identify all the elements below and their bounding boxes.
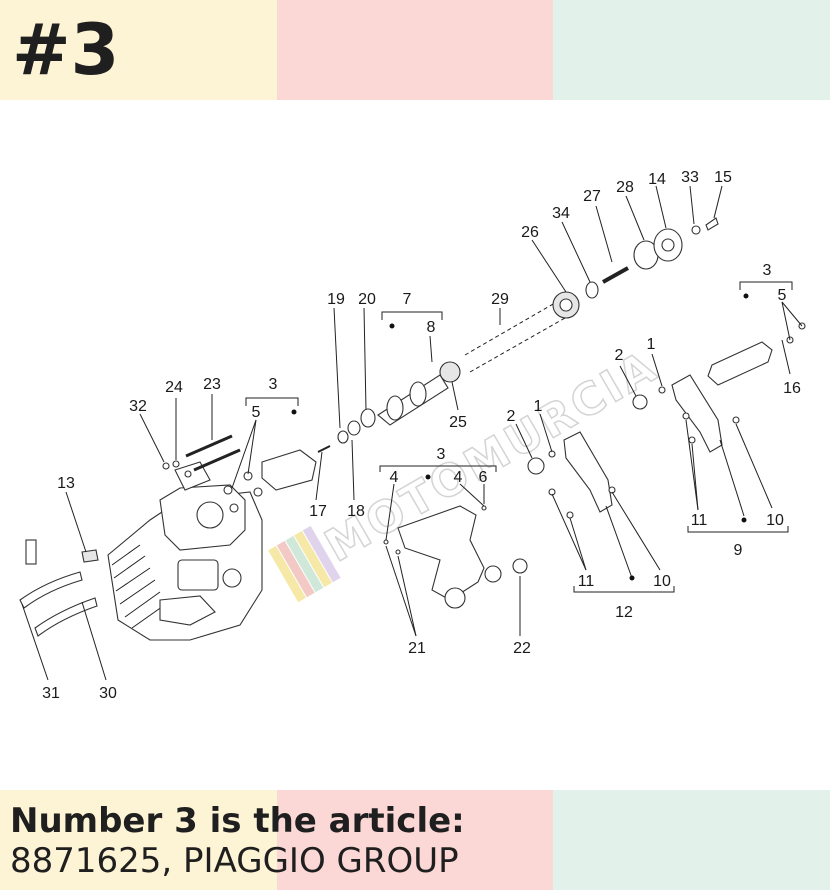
watermark-stripe-3 — [285, 535, 324, 593]
label-11-center: 11 — [578, 573, 595, 590]
chain-tensioner-31 — [19, 571, 83, 609]
watermark-text: MOTOMURCIA — [317, 341, 667, 573]
exploded-parts-diagram: MOTOMURCIA — [19, 169, 806, 702]
header-band — [0, 0, 830, 100]
label-7: 7 — [403, 291, 412, 308]
watermark-stripe-4 — [294, 530, 332, 588]
label-3-right: 3 — [763, 262, 772, 279]
camshaft — [337, 299, 566, 444]
studs-23 — [162, 434, 241, 478]
label-12: 12 — [615, 604, 633, 621]
label-4-left: 4 — [390, 469, 399, 486]
label-27: 27 — [583, 188, 601, 205]
label-3-left: 3 — [269, 376, 278, 393]
part-labels: 13 32 24 23 3 5 19 20 7 8 17 18 25 29 26… — [42, 169, 801, 702]
watermark-stripes — [268, 525, 341, 603]
cylinder-head — [107, 461, 263, 641]
page-title: #3 — [12, 9, 120, 91]
timing-gear-assembly — [552, 217, 719, 319]
footer-band-yellow — [0, 790, 277, 890]
footer-band-pink — [276, 790, 554, 890]
label-1-center: 1 — [534, 398, 543, 415]
label-26: 26 — [521, 224, 539, 241]
reference-dots — [291, 293, 749, 581]
label-16: 16 — [783, 380, 801, 397]
label-28: 28 — [616, 179, 634, 196]
chain-guide-30 — [34, 597, 98, 637]
header-band-green — [553, 0, 830, 100]
rocker-support-left — [223, 445, 331, 513]
header-band-pink — [276, 0, 554, 100]
article-caption: Number 3 is the article: — [10, 801, 465, 841]
label-34: 34 — [552, 205, 570, 222]
rocker-arm-9 — [632, 374, 740, 453]
label-4-right: 4 — [454, 469, 463, 486]
label-23: 23 — [203, 376, 221, 393]
label-20: 20 — [358, 291, 376, 308]
label-17: 17 — [309, 503, 327, 520]
label-31: 31 — [42, 685, 60, 702]
label-5-right: 5 — [778, 287, 787, 304]
article-number: 8871625, PIAGGIO GROUP — [10, 841, 459, 881]
label-21: 21 — [408, 640, 426, 657]
label-6: 6 — [479, 469, 488, 486]
label-8: 8 — [427, 319, 436, 336]
label-1-right: 1 — [647, 336, 656, 353]
label-33: 33 — [681, 169, 699, 186]
header-band-yellow — [0, 0, 277, 100]
footer-band-green — [553, 790, 830, 890]
rocker-arm-12 — [527, 431, 616, 519]
label-2-center: 2 — [507, 408, 516, 425]
label-22: 22 — [513, 640, 531, 657]
label-24: 24 — [165, 379, 183, 396]
label-10-center: 10 — [653, 573, 671, 590]
label-18: 18 — [347, 503, 365, 520]
label-19: 19 — [327, 291, 345, 308]
label-2-right: 2 — [615, 347, 624, 364]
label-5-left: 5 — [252, 404, 261, 421]
label-32: 32 — [129, 398, 147, 415]
rocker-support-right — [707, 322, 806, 386]
footer-band — [0, 790, 830, 890]
watermark-stripe-2 — [276, 540, 315, 598]
label-15: 15 — [714, 169, 732, 186]
label-10-right: 10 — [766, 512, 784, 529]
label-25: 25 — [449, 414, 467, 431]
label-30: 30 — [99, 685, 117, 702]
part-13-plug — [25, 539, 99, 565]
leader-lines — [21, 185, 803, 681]
label-9: 9 — [734, 542, 743, 559]
label-3-center: 3 — [437, 446, 446, 463]
rocker-support-center — [383, 505, 528, 609]
watermark-stripe-5 — [302, 525, 341, 583]
label-13: 13 — [57, 475, 75, 492]
watermark-stripe-1 — [268, 545, 306, 603]
label-14: 14 — [648, 171, 666, 188]
label-11-right: 11 — [691, 512, 708, 529]
label-29: 29 — [491, 291, 509, 308]
